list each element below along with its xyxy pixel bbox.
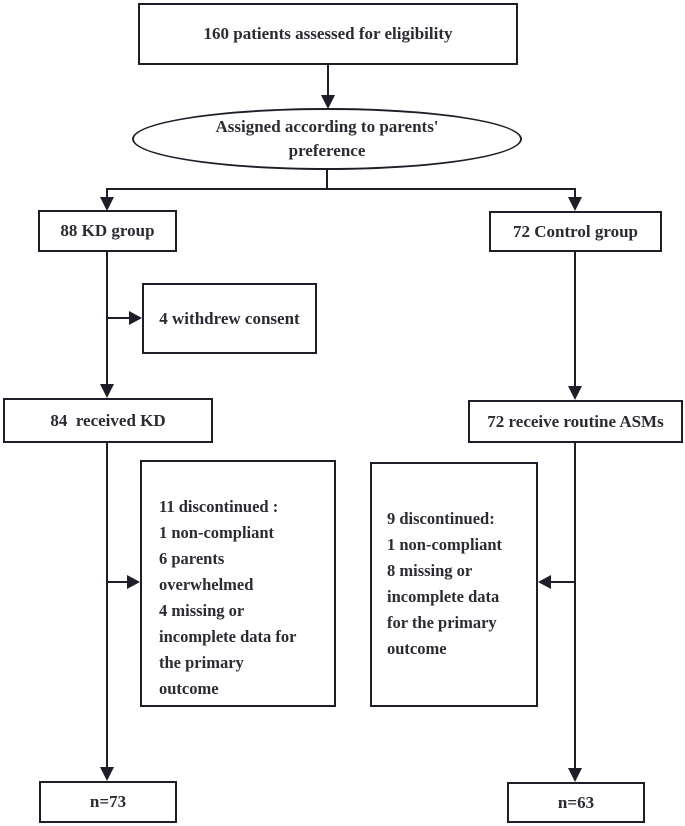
eligibility-box: 160 patients assessed for eligibility	[138, 3, 518, 65]
arrowhead-down-icon	[568, 768, 582, 782]
control-final-label: n=63	[557, 792, 595, 812]
eligibility-label: 160 patients assessed for eligibility	[203, 24, 453, 43]
kd-discontinued-line: outcome	[159, 679, 219, 698]
kd-discontinued-line: the primary	[159, 653, 244, 672]
control-discontinued-line: 8 missing or	[387, 561, 473, 580]
control-group-box: 72 Control group	[489, 211, 662, 252]
connector-split-left	[106, 188, 108, 198]
assignment-line: preference	[288, 141, 366, 160]
withdrew-consent-label: 4 withdrew consent	[159, 308, 300, 328]
connector-receivedkd-final	[106, 443, 108, 768]
kd-group-box: 88 KD group	[38, 210, 177, 252]
kd-group-label: 88 KD group	[60, 221, 155, 240]
arrowhead-right-icon	[129, 311, 142, 325]
control-discontinued-line: for the primary	[387, 613, 497, 632]
kd-discontinued-box: 11 discontinued : 1 non-compliant 6 pare…	[140, 460, 336, 707]
kd-discontinued-line: 6 parents	[159, 549, 225, 568]
withdrew-consent-box: 4 withdrew consent	[142, 283, 317, 354]
connector-withdrew-branch	[106, 317, 130, 319]
control-group-label: 72 Control group	[512, 221, 638, 241]
received-kd-box: 84 received KD	[3, 398, 213, 443]
control-discontinued-line: 1 non-compliant	[387, 535, 503, 554]
kd-discontinued-line: incomplete data for	[159, 627, 297, 646]
kd-final-box: n=73	[39, 781, 177, 823]
arrowhead-down-icon	[100, 384, 114, 398]
connector-assignment-split	[326, 168, 328, 189]
control-discontinued-line: incomplete data	[387, 587, 500, 606]
connector-control-discontinued-branch	[551, 581, 576, 583]
control-discontinued-line: 9 discontinued:	[387, 509, 495, 528]
arrowhead-right-icon	[127, 575, 140, 589]
control-final-box: n=63	[507, 782, 645, 823]
arrowhead-down-icon	[100, 767, 114, 781]
assignment-line: Assigned according to parents'	[215, 117, 439, 136]
connector-asms-final	[574, 443, 576, 769]
arrowhead-down-icon	[568, 197, 582, 211]
kd-discontinued-line: 11 discontinued :	[159, 497, 279, 516]
connector-controlgroup-asms	[574, 252, 576, 387]
assignment-ellipse: Assigned according to parents' preferenc…	[132, 108, 522, 170]
kd-discontinued-line: 1 non-compliant	[159, 523, 275, 542]
connector-split-horizontal	[106, 188, 576, 190]
connector-split-right	[574, 188, 576, 198]
connector-kd-discontinued-branch	[106, 581, 128, 583]
arrowhead-down-icon	[321, 95, 335, 109]
kd-discontinued-line: overwhelmed	[159, 575, 254, 594]
routine-asms-label: 72 receive routine ASMs	[487, 411, 664, 431]
arrowhead-down-icon	[568, 386, 582, 400]
received-kd-label: 84 received KD	[50, 410, 166, 430]
connector-eligibility-assignment	[327, 64, 329, 97]
arrowhead-down-icon	[100, 197, 114, 211]
routine-asms-box: 72 receive routine ASMs	[468, 400, 683, 443]
kd-final-label: n=73	[89, 792, 127, 811]
kd-discontinued-line: 4 missing or	[159, 601, 245, 620]
arrowhead-left-icon	[538, 575, 551, 589]
control-discontinued-box: 9 discontinued: 1 non-compliant 8 missin…	[370, 462, 538, 707]
control-discontinued-line: outcome	[387, 639, 447, 658]
